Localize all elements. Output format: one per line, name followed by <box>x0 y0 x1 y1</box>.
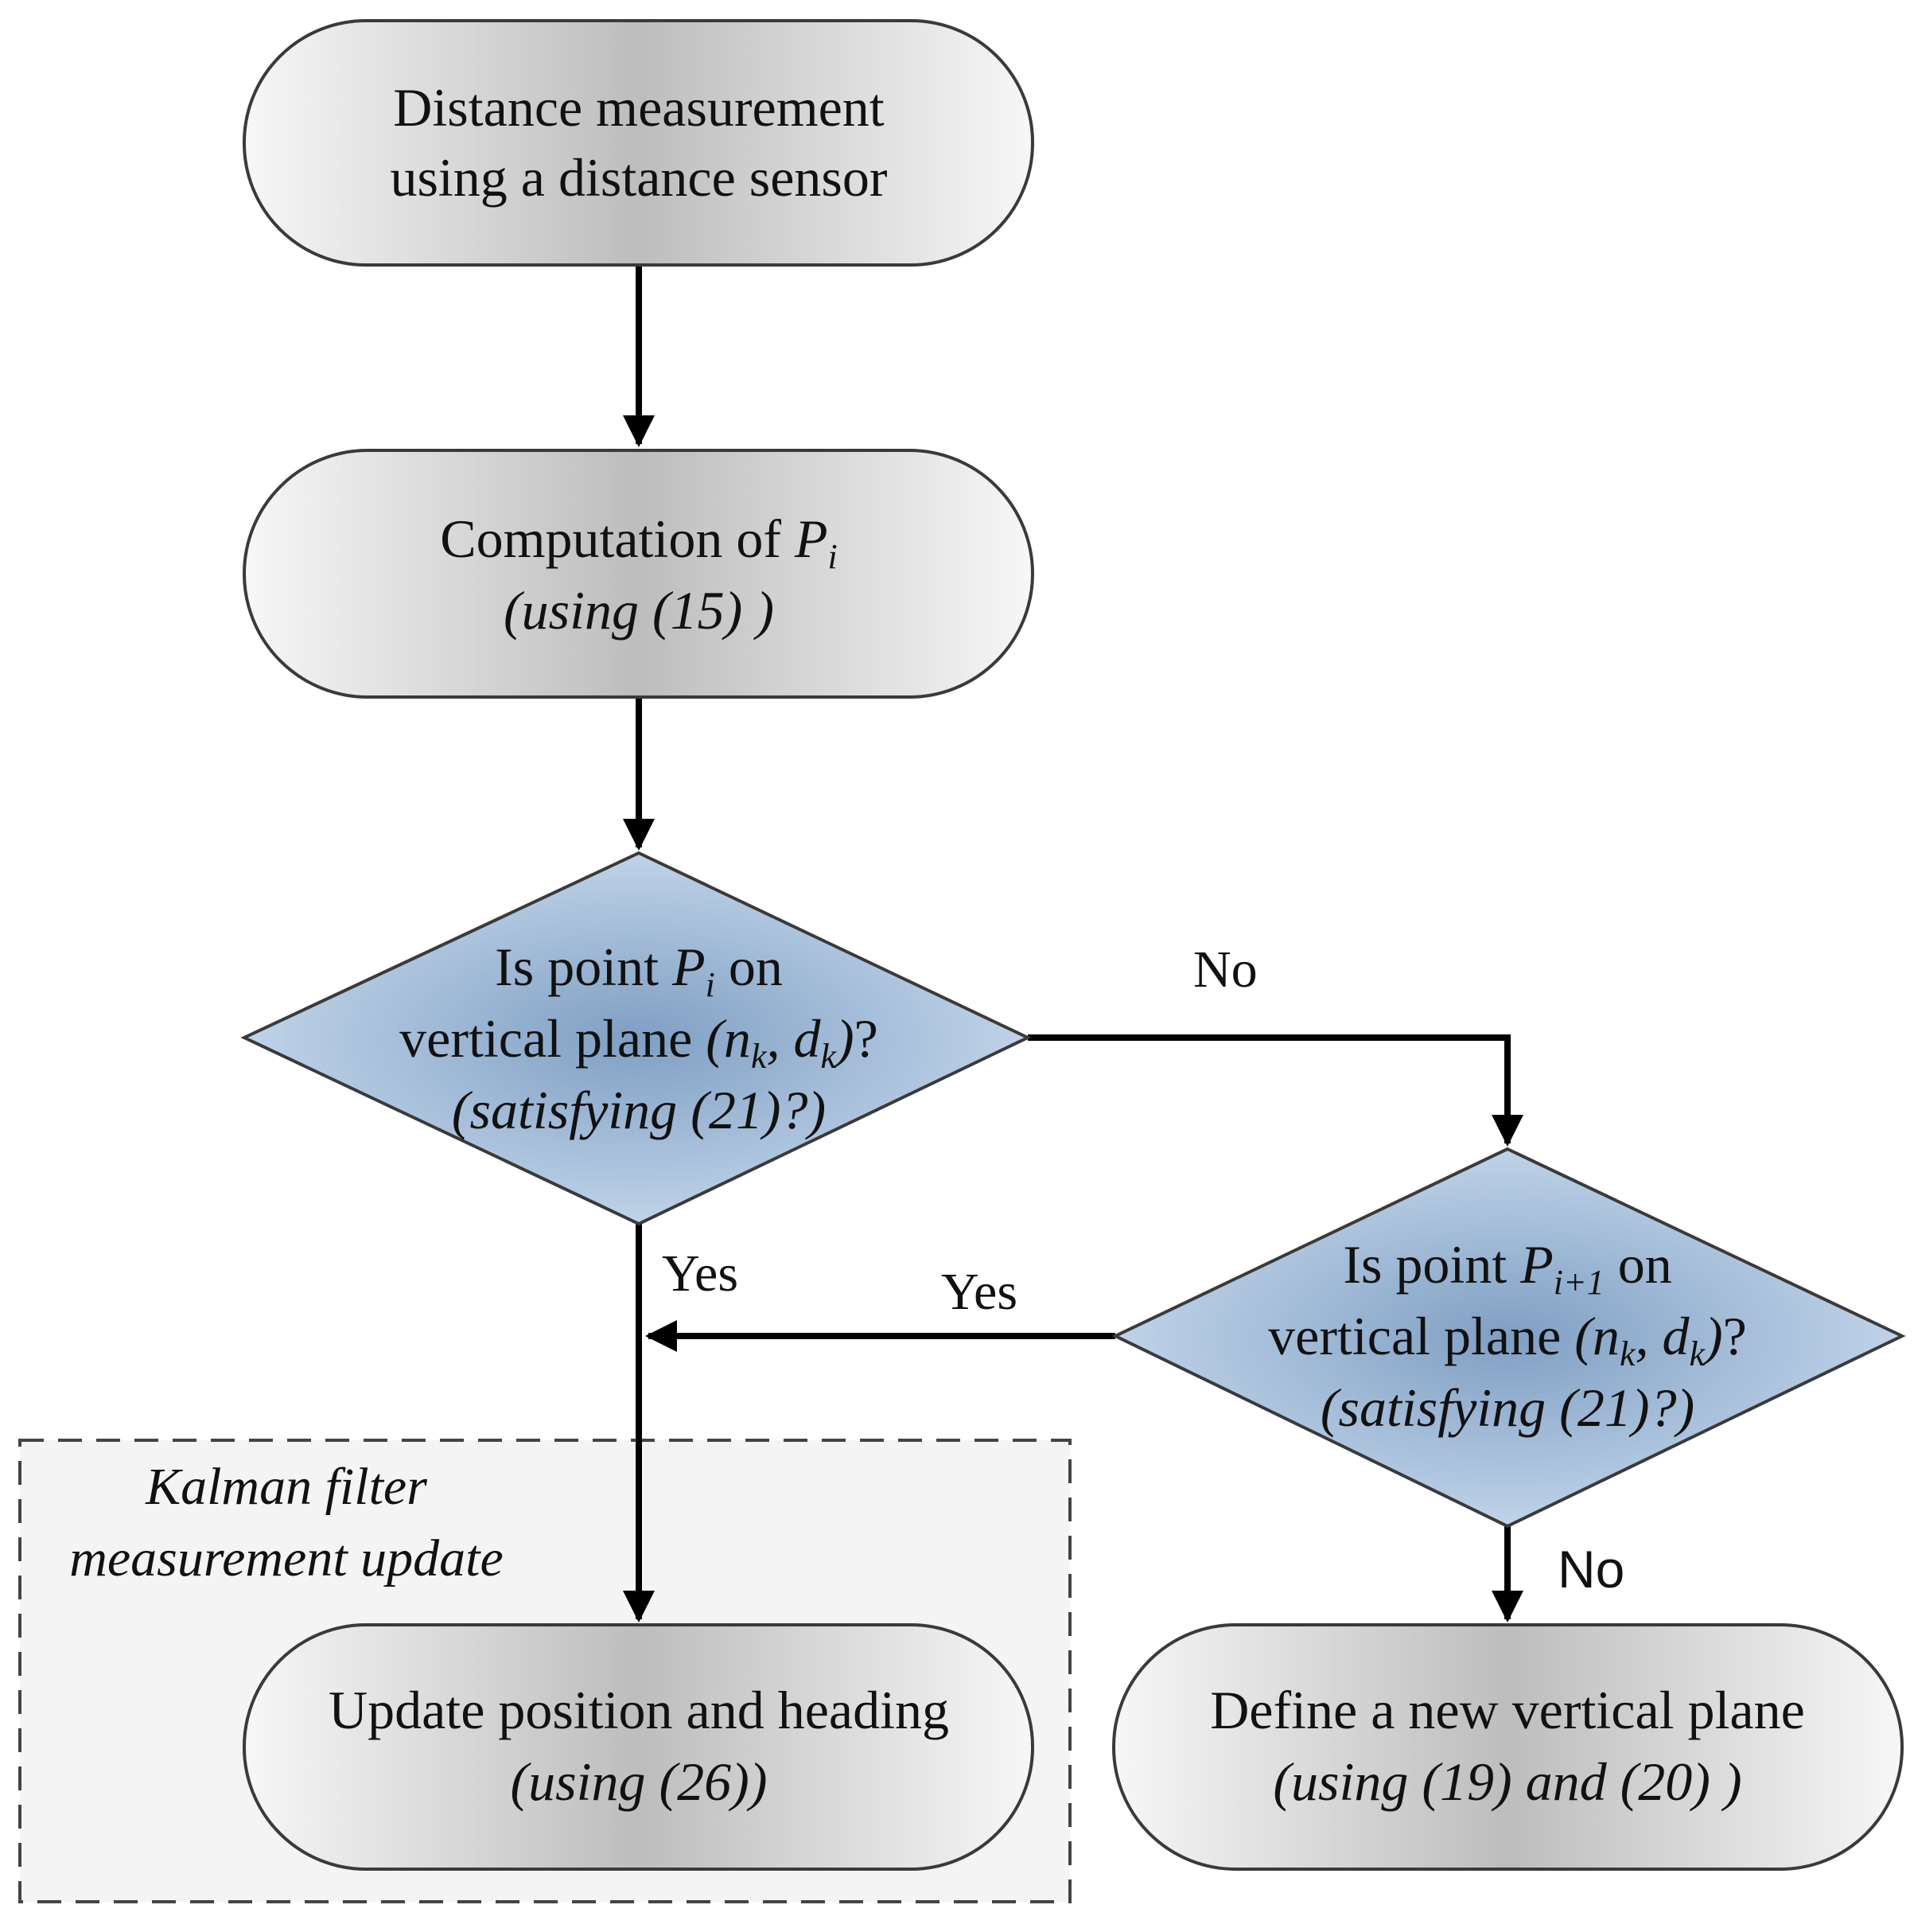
label-pi1-yes: Yes <box>941 1263 1017 1321</box>
subscript-k: k <box>751 1037 768 1076</box>
var-p: P <box>794 508 828 569</box>
text-suffix: on <box>715 937 783 997</box>
node-define-plane: Define a new vertical plane (using (19) … <box>1112 1623 1904 1871</box>
node-computation: Computation of Pi (using (15) ) <box>243 449 1034 699</box>
node-text-line1: Is point Pi+1 on <box>1343 1234 1671 1302</box>
subscript-i: i <box>828 537 838 576</box>
decision-shape <box>240 851 1032 1226</box>
subscript-k: k <box>1689 1334 1706 1373</box>
text-prefix: vertical plane <box>399 1008 706 1069</box>
math-c: ) <box>833 1008 854 1069</box>
subscript-i-plus-1: i+1 <box>1554 1263 1605 1302</box>
group-label-line1: Kalman filter <box>145 1458 427 1516</box>
subscript-i: i <box>706 965 715 1004</box>
arrow-decision-no <box>1028 1034 1523 1147</box>
text-suffix: on <box>1605 1234 1672 1295</box>
node-text-line1: Is point Pi on <box>495 937 783 1004</box>
var-p: P <box>671 937 706 997</box>
node-text-line1: Update position and heading <box>329 1680 949 1740</box>
text-prefix: Is point <box>495 937 672 997</box>
node-distance-measurement: Distance measurement using a distance se… <box>243 19 1034 267</box>
math-b: , d <box>766 1008 821 1069</box>
node-decision-pi: Is point Pi on vertical plane (nk, dk)? … <box>240 851 1032 1226</box>
text-prefix: vertical plane <box>1268 1306 1574 1366</box>
math-c: ) <box>1702 1306 1723 1366</box>
text-suffix: ? <box>1723 1306 1747 1366</box>
math-b: , d <box>1635 1306 1690 1366</box>
label-pi-no: No <box>1193 941 1258 999</box>
math-a: (n <box>706 1008 751 1069</box>
math-a: (n <box>1574 1306 1620 1366</box>
group-label-line2: measurement update <box>69 1529 504 1587</box>
node-text-line2: (using (26)) <box>511 1751 768 1812</box>
var-p: P <box>1519 1234 1554 1295</box>
terminal-shape <box>243 449 1034 699</box>
node-text-line2: vertical plane (nk, dk)? <box>1268 1306 1747 1373</box>
text-suffix: ? <box>854 1008 878 1069</box>
text-prefix: Computation of <box>440 508 795 569</box>
node-text-line1: Distance measurement <box>393 77 885 138</box>
node-text-line1: Computation of Pi <box>440 508 838 576</box>
label-pi1-no: No <box>1558 1540 1624 1599</box>
decision-shape <box>1111 1147 1906 1529</box>
terminal-shape <box>243 19 1034 267</box>
node-text-line2: using a distance sensor <box>390 147 887 208</box>
subscript-k: k <box>1620 1334 1636 1373</box>
edge-labels: No Yes Yes No <box>662 941 1624 1599</box>
node-text-line2: vertical plane (nk, dk)? <box>399 1008 878 1076</box>
node-text-line2: (using (15) ) <box>504 580 774 641</box>
connectors <box>623 265 1523 1622</box>
node-text-line2: (using (19) and (20) ) <box>1273 1751 1741 1812</box>
terminal-shape <box>1112 1623 1904 1871</box>
subscript-k: k <box>820 1037 837 1076</box>
node-text-line3: (satisfying (21)?) <box>452 1080 826 1140</box>
terminal-shape <box>243 1623 1034 1871</box>
label-pi-yes: Yes <box>662 1245 738 1303</box>
node-update-position: Update position and heading (using (26)) <box>243 1623 1034 1871</box>
node-text-line1: Define a new vertical plane <box>1210 1680 1805 1740</box>
node-text-line3: (satisfying (21)?) <box>1321 1377 1694 1438</box>
text-prefix: Is point <box>1343 1234 1520 1295</box>
node-decision-pi1: Is point Pi+1 on vertical plane (nk, dk)… <box>1111 1147 1906 1529</box>
